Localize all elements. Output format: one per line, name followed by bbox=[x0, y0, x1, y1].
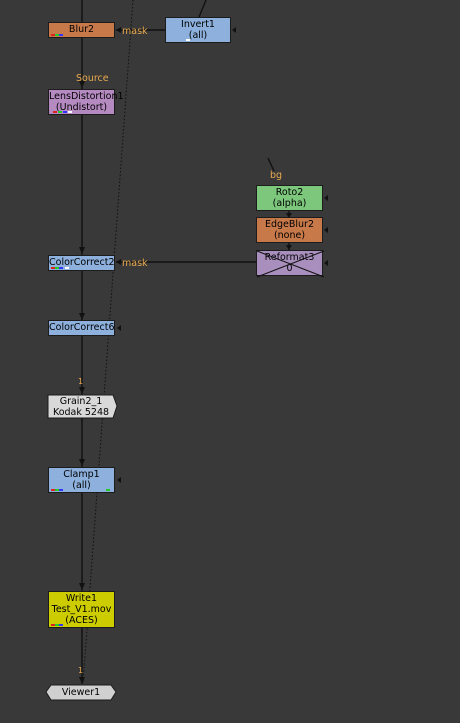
node-clamp1-name: Clamp1 bbox=[63, 469, 100, 480]
node-clamp1[interactable]: Clamp1 (all) bbox=[48, 467, 115, 493]
node-blur2-name: Blur2 bbox=[68, 24, 95, 35]
disabled-cross-icon bbox=[256, 250, 325, 278]
input-arrow-icon bbox=[324, 227, 328, 233]
node-edgeblur2[interactable]: EdgeBlur2 (none) bbox=[256, 217, 323, 243]
node-roto2-channels: (alpha) bbox=[272, 198, 307, 209]
node-grain2-shape[interactable] bbox=[47, 394, 119, 419]
input-arrow-icon bbox=[324, 195, 328, 201]
node-invert1[interactable]: Invert1 (all) bbox=[165, 17, 231, 43]
node-edgeblur2-mode: (none) bbox=[273, 230, 306, 241]
node-colorcorrect2[interactable]: ColorCorrect2 bbox=[48, 255, 115, 271]
input-arrow-icon bbox=[117, 325, 121, 331]
node-invert1-channels: (all) bbox=[188, 30, 208, 41]
input-arrow-icon bbox=[324, 260, 328, 266]
node-write1-file: Test_V1.mov bbox=[51, 604, 112, 615]
mask-label: mask bbox=[122, 26, 148, 37]
node-colorcorrect6-name: ColorCorrect6 bbox=[49, 322, 115, 333]
node-clamp1-channels: (all) bbox=[72, 480, 91, 491]
node-colorcorrect6[interactable]: ColorCorrect6 bbox=[48, 320, 115, 336]
input-arrow-icon bbox=[117, 259, 121, 265]
input-number-label: 1 bbox=[78, 377, 84, 386]
input-arrow-icon bbox=[232, 27, 236, 33]
node-reformat3-name: Reformat3 bbox=[264, 252, 315, 263]
node-roto2[interactable]: Roto2 (alpha) bbox=[256, 185, 323, 211]
input-number-label: 1 bbox=[78, 666, 84, 675]
mask-label: mask bbox=[122, 258, 148, 269]
node-edgeblur2-name: EdgeBlur2 bbox=[264, 219, 315, 230]
node-invert1-name: Invert1 bbox=[181, 19, 215, 30]
node-write1[interactable]: Write1 Test_V1.mov (ACES) bbox=[48, 591, 115, 628]
node-lens-mode: (Undistort) bbox=[55, 102, 108, 113]
node-lensdistortion1[interactable]: LensDistortion1 (Undistort) bbox=[48, 89, 124, 115]
node-grain2-stock: Kodak 5248 bbox=[52, 407, 110, 418]
node-viewer1[interactable]: Viewer1 bbox=[48, 686, 114, 700]
bg-label: bg bbox=[270, 170, 283, 181]
node-blur2[interactable]: Blur2 bbox=[48, 22, 115, 38]
node-viewer1-shape[interactable] bbox=[45, 684, 117, 701]
node-write1-name: Write1 bbox=[65, 593, 98, 604]
source-label: Source bbox=[76, 73, 109, 84]
input-arrow-icon bbox=[117, 27, 121, 33]
node-roto2-name: Roto2 bbox=[275, 187, 304, 198]
node-viewer1-name: Viewer1 bbox=[61, 687, 101, 698]
node-grain2-name: Grain2_1 bbox=[59, 396, 103, 407]
input-arrow-icon bbox=[117, 477, 121, 483]
node-grain2[interactable]: Grain2_1 Kodak 5248 bbox=[48, 395, 114, 419]
node-colorcorrect2-name: ColorCorrect2 bbox=[49, 257, 115, 268]
node-reformat3-value: 0 bbox=[286, 263, 293, 274]
node-lens-name: LensDistortion1 bbox=[49, 91, 124, 102]
node-write1-colorspace: (ACES) bbox=[65, 615, 98, 626]
node-reformat3[interactable]: Reformat3 0 bbox=[256, 250, 325, 278]
